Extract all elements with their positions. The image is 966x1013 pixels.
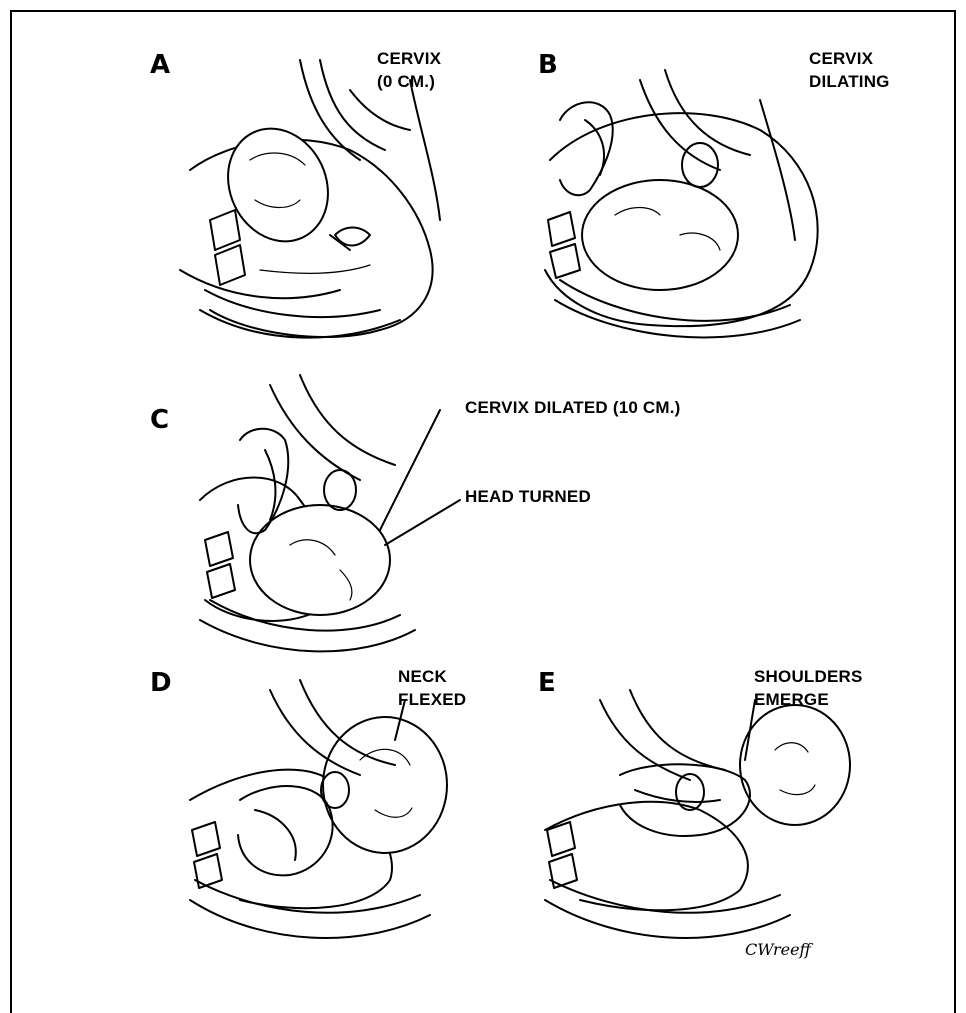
panel-b-letter: B — [538, 50, 558, 80]
panel-d-letter: D — [150, 668, 172, 698]
panel-b-callout: CERVIX DILATING — [809, 48, 890, 94]
panel-e-drawing — [545, 690, 850, 938]
panel-d-callout-line-2: FLEXED — [398, 689, 466, 712]
panel-d-drawing — [190, 680, 447, 938]
panel-b-drawing — [545, 70, 818, 337]
panel-a-drawing — [180, 60, 440, 338]
panel-d-callout: NECK FLEXED — [398, 666, 466, 712]
panel-e-callout-line-1: SHOULDERS — [754, 666, 863, 689]
panel-c-callout-line-1: CERVIX DILATED (10 CM.) — [465, 397, 681, 420]
panel-a-callout-line-1: CERVIX — [377, 48, 441, 71]
panel-a-callout-line-2: (0 CM.) — [377, 71, 441, 94]
panel-d-callout-line-1: NECK — [398, 666, 466, 689]
panel-c-drawing — [200, 375, 460, 651]
panel-a-callout: CERVIX (0 CM.) — [377, 48, 441, 94]
panel-e-callout-line-2: EMERGE — [754, 689, 863, 712]
artist-signature: CWreeff — [745, 940, 811, 959]
panel-b-callout-line-1: CERVIX — [809, 48, 890, 71]
panel-a-letter: A — [150, 50, 170, 80]
panel-b-callout-line-2: DILATING — [809, 71, 890, 94]
panel-c-callout2-line-1: HEAD TURNED — [465, 486, 591, 509]
panel-e-letter: E — [538, 668, 556, 698]
panel-e-callout: SHOULDERS EMERGE — [754, 666, 863, 712]
panel-c-letter: C — [150, 405, 169, 435]
panel-c-callout-cervix: CERVIX DILATED (10 CM.) — [465, 397, 681, 420]
panel-c-callout-head: HEAD TURNED — [465, 486, 591, 509]
